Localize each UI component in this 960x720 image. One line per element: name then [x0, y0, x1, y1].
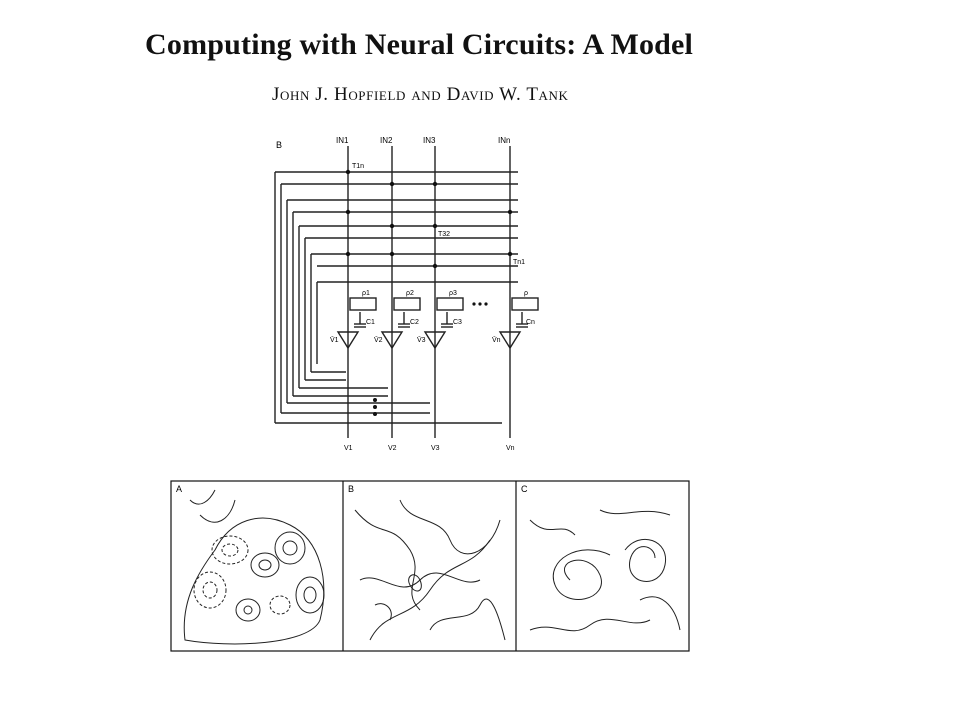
- resistor-label-n: ρ: [524, 290, 528, 297]
- weight-label-32: T32: [438, 231, 450, 238]
- flow-panel-c: [529, 509, 681, 632]
- input-label-n: INn: [498, 136, 510, 145]
- weight-label-1n: T1n: [352, 163, 364, 170]
- inverted-output-label-2: V̄2: [374, 336, 383, 344]
- output-label-1: V1: [344, 445, 353, 452]
- inverted-output-label-3: V̄3: [417, 336, 426, 344]
- weight-label-n1: Tn1: [513, 259, 525, 266]
- output-label-3: V3: [431, 445, 440, 452]
- capacitor-label-3: C3: [453, 319, 462, 326]
- capacitor-label-2: C2: [410, 319, 419, 326]
- input-label-2: IN2: [380, 136, 393, 145]
- output-label-n: Vn: [506, 445, 515, 452]
- resistor-label-3: ρ3: [449, 290, 457, 297]
- slide-title: Computing with Neural Circuits: A Model: [145, 28, 694, 61]
- field-panel-label-a: A: [176, 484, 182, 494]
- input-label-3: IN3: [423, 136, 436, 145]
- circuit-panel-label: B: [276, 140, 282, 150]
- inverted-output-label-1: V̄1: [330, 336, 339, 344]
- capacitor-label-1: C1: [366, 319, 375, 326]
- resistor-label-2: ρ2: [406, 290, 414, 297]
- flow-panel-b: [354, 499, 506, 641]
- resistor-label-1: ρ1: [362, 290, 370, 297]
- slide-authors: John J. Hopfield and David W. Tank: [272, 84, 569, 105]
- field-panel-label-b: B: [348, 484, 354, 494]
- field-panel-label-c: C: [521, 484, 528, 494]
- contour-panel-a: [183, 489, 325, 645]
- inverted-output-label-n: V̄n: [492, 336, 501, 344]
- flow-field-figure: A B C: [170, 480, 690, 652]
- neural-circuit-diagram: B IN1 IN2 IN3 INn T1n T32 Tn1 ρ1 ρ2 ρ3 ρ…: [274, 136, 539, 452]
- input-label-1: IN1: [336, 136, 349, 145]
- output-label-2: V2: [388, 445, 397, 452]
- capacitor-label-n: Cn: [526, 319, 535, 326]
